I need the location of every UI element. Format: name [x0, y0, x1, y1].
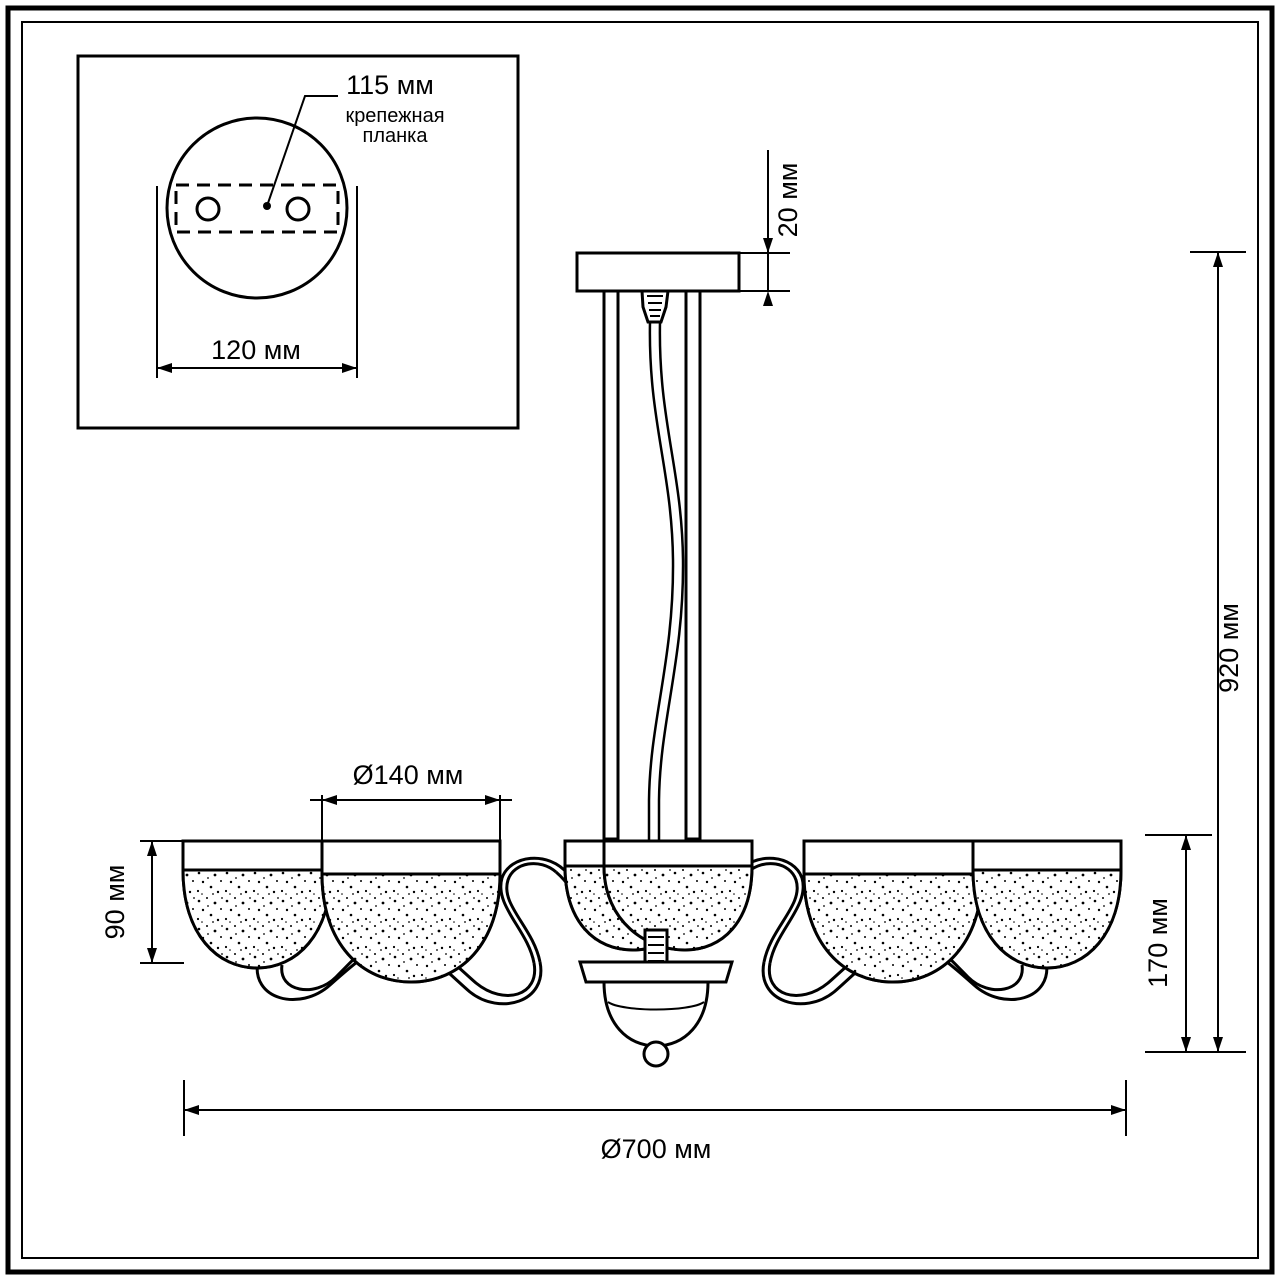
suspension-rod-left [602, 289, 620, 841]
mounting-hole-right [285, 196, 311, 222]
label-total-diameter: Ø700 мм [601, 1134, 712, 1164]
dimension-total-diameter: Ø700 мм [183, 1080, 1127, 1164]
cable-connector [640, 289, 670, 324]
dimension-canopy-height: 20 мм [739, 150, 803, 306]
dimension-shade-diameter: Ø140 мм [310, 760, 512, 845]
label-mount-plate-note-1: крепежная [345, 105, 444, 127]
shade-5 [802, 839, 984, 984]
label-canopy-diameter: 120 мм [211, 335, 301, 365]
shade-4 [602, 839, 754, 952]
label-canopy-height: 20 мм [773, 163, 803, 238]
center-finial [642, 1040, 670, 1068]
label-shade-diameter: Ø140 мм [353, 760, 464, 790]
shade-2 [320, 839, 502, 984]
label-mount-plate-width: 115 мм [346, 70, 434, 100]
dimension-shade-height: 90 мм [100, 840, 184, 964]
label-shade-height: 90 мм [100, 865, 130, 940]
center-bowl-ridge [607, 1001, 705, 1011]
label-total-height: 920 мм [1214, 603, 1244, 693]
power-cable-left-edge [647, 321, 675, 850]
center-plate [577, 960, 735, 984]
mounting-hole-left [195, 196, 221, 222]
dimension-body-height: 170 мм [1143, 834, 1212, 1053]
ceiling-canopy [575, 251, 741, 293]
suspension-rod-right [684, 289, 702, 841]
label-mount-plate-note-2: планка [363, 125, 429, 147]
label-body-height: 170 мм [1143, 898, 1173, 988]
dimension-total-height: 920 мм [1190, 251, 1246, 1053]
leader-line-mount-plate [266, 95, 338, 207]
dimension-canopy-diameter: 120 мм [156, 186, 358, 378]
power-cable-right-edge [657, 321, 685, 850]
shade-6 [971, 839, 1123, 970]
